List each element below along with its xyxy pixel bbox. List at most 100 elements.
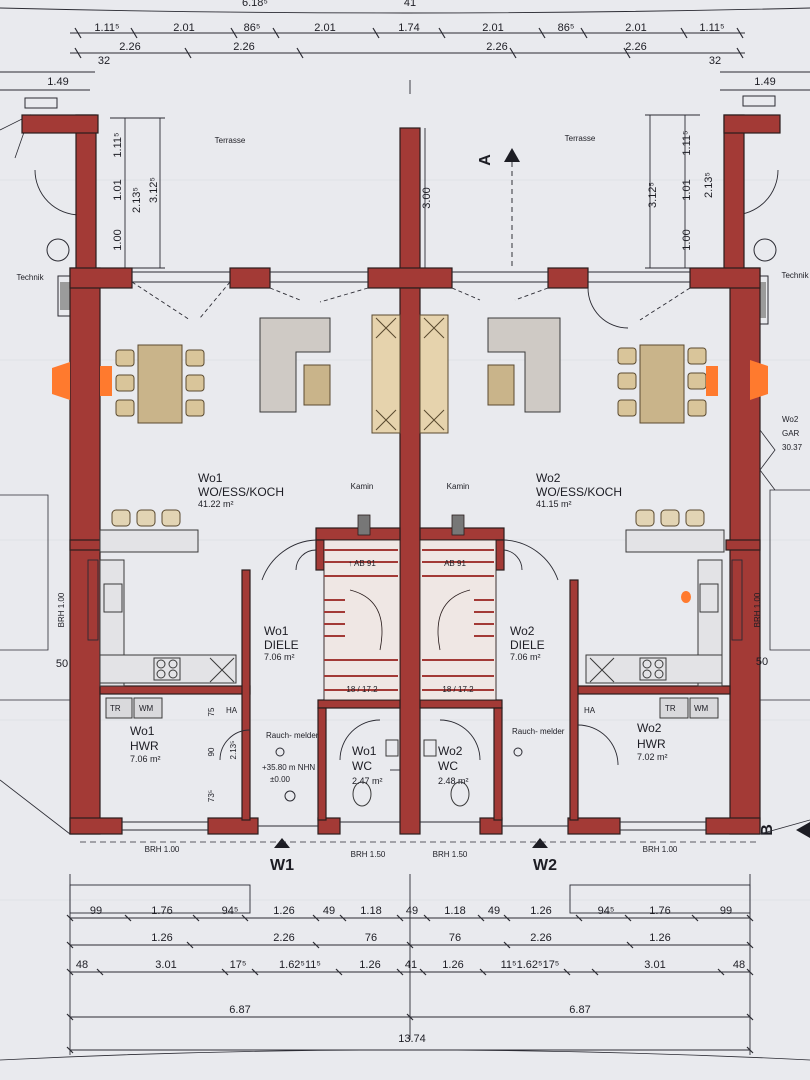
dim-label: 2.26	[486, 41, 507, 53]
dim-label: 1.26	[359, 959, 380, 971]
entry-arrow-icon	[274, 838, 290, 848]
dim-label: 11⁵1.62⁵17⁵	[501, 959, 560, 971]
entry-label: W2	[533, 857, 557, 874]
garage-label: 30.37	[782, 443, 803, 452]
room-area: 7.06 m²	[130, 754, 161, 764]
room-area: 2.47 m²	[352, 776, 383, 786]
top-dimension-lines	[0, 7, 810, 91]
dim-label: 1.76	[151, 905, 172, 917]
dim-label: 2.26	[273, 932, 294, 944]
brh-label: BRH 1.50	[351, 850, 386, 859]
dim-label: 17⁵	[230, 959, 247, 971]
dim-label: 1.49	[47, 76, 68, 88]
vdim-label: 2.13⁵	[229, 741, 238, 760]
room-name: HWR	[637, 737, 666, 751]
wc-sink	[385, 739, 399, 757]
kamin-label: Kamin	[351, 482, 374, 491]
dim-label: 49	[323, 905, 335, 917]
dryer	[659, 697, 689, 719]
vdim-label: 1.01	[681, 179, 693, 200]
unit-id: Wo2	[637, 721, 662, 735]
vdim-label: 2.13⁵	[131, 187, 143, 213]
kitchen-counter	[585, 654, 723, 684]
vdim-label: 1.00	[112, 229, 124, 250]
neighbour-outlines	[0, 429, 810, 701]
room-area: 7.06 m²	[264, 652, 295, 662]
stair-label: 18 / 17.2	[346, 685, 378, 694]
section-mark-b: B	[759, 824, 776, 836]
garage-label: Wo2	[782, 415, 799, 424]
ha-label: HA	[584, 706, 596, 715]
door-swings	[219, 539, 619, 771]
vdim-label: 3.12⁵	[647, 182, 659, 208]
entries: W1 W2 B	[0, 779, 810, 874]
coffee-table	[303, 364, 331, 406]
dim-label: 1.26	[442, 959, 463, 971]
level-label: ±0.00	[270, 775, 291, 784]
dim-label: 1.76	[649, 905, 670, 917]
room-labels: Wo1 WO/ESS/KOCH 41.22 m² Wo2 WO/ESS/KOCH…	[56, 415, 803, 859]
vdim-label: 75	[207, 707, 216, 716]
tr-label: TR	[110, 704, 121, 713]
dim-label: 6.87	[229, 1004, 250, 1016]
dim-label: 1.18	[444, 905, 465, 917]
dim-label: 32	[709, 55, 721, 67]
coffee-table	[487, 364, 515, 406]
dim-label: 1.11⁵	[94, 22, 119, 34]
room-name: WO/ESS/KOCH	[536, 485, 622, 499]
entry-label: W1	[270, 857, 294, 874]
dim-label: 99	[90, 905, 102, 917]
bottom-dimension-labels: 99 1.76 94⁵ 1.26 49 1.18 49 1.18 49 1.26…	[76, 905, 745, 1045]
unit-id: Wo1	[130, 724, 155, 738]
room-name: WC	[438, 759, 458, 773]
vdim-label: 2.13⁵	[703, 172, 715, 198]
brh-label: BRH 1.50	[433, 850, 468, 859]
dim-top-partial: 41	[404, 0, 416, 9]
wc-sink	[423, 739, 437, 757]
stair-label: 18 / 17.2	[442, 685, 474, 694]
dim-label: 2.01	[482, 22, 503, 34]
dim-label: 1.74	[398, 22, 419, 34]
windows	[87, 271, 743, 831]
dryer	[105, 697, 133, 719]
entry-arrow-icon	[532, 838, 548, 848]
dim-label: 2.26	[530, 932, 551, 944]
side-dim-label: 50	[756, 656, 768, 668]
dim-label: 3.01	[155, 959, 176, 971]
dim-label: 86⁵	[244, 22, 261, 34]
room-area: 7.06 m²	[510, 652, 541, 662]
washing-machine	[689, 697, 719, 719]
dim-label: 1.49	[754, 76, 775, 88]
smoke-detector-label: Rauch- melder	[266, 731, 319, 740]
dim-label: 6.87	[569, 1004, 590, 1016]
unit-id: Wo2	[510, 624, 535, 638]
room-area: 41.15 m²	[536, 499, 572, 509]
vdim-label: 3.12⁵	[148, 177, 160, 203]
level-marker-icon	[284, 790, 296, 802]
dim-label: 48	[733, 959, 745, 971]
section-mark-a: A	[477, 154, 494, 166]
dim-label: 1.18	[360, 905, 381, 917]
dim-label: 94⁵	[598, 905, 615, 917]
technik-label: Technik	[16, 273, 44, 282]
terrace-label: Terrasse	[565, 134, 596, 143]
unit-id: Wo1	[198, 471, 223, 485]
furniture	[99, 314, 725, 807]
rainwater-tank	[46, 238, 70, 262]
vdim-label: 3.00	[421, 187, 433, 208]
vdim-label: 1.11⁵	[681, 130, 693, 155]
tr-label: TR	[665, 704, 676, 713]
vdim-label: 73⁵	[207, 790, 216, 802]
outdoor-sign	[24, 97, 58, 109]
room-name: WC	[352, 759, 372, 773]
dining-table	[639, 344, 685, 424]
stairs	[323, 539, 497, 701]
fireplace-unit	[371, 314, 401, 434]
kitchen-counter	[99, 654, 237, 684]
dim-label: 99	[720, 905, 732, 917]
sofa	[487, 317, 561, 413]
toilet	[352, 781, 372, 807]
dim-label: 49	[488, 905, 500, 917]
dim-label: 2.26	[233, 41, 254, 53]
rainwater-tank	[753, 238, 777, 262]
